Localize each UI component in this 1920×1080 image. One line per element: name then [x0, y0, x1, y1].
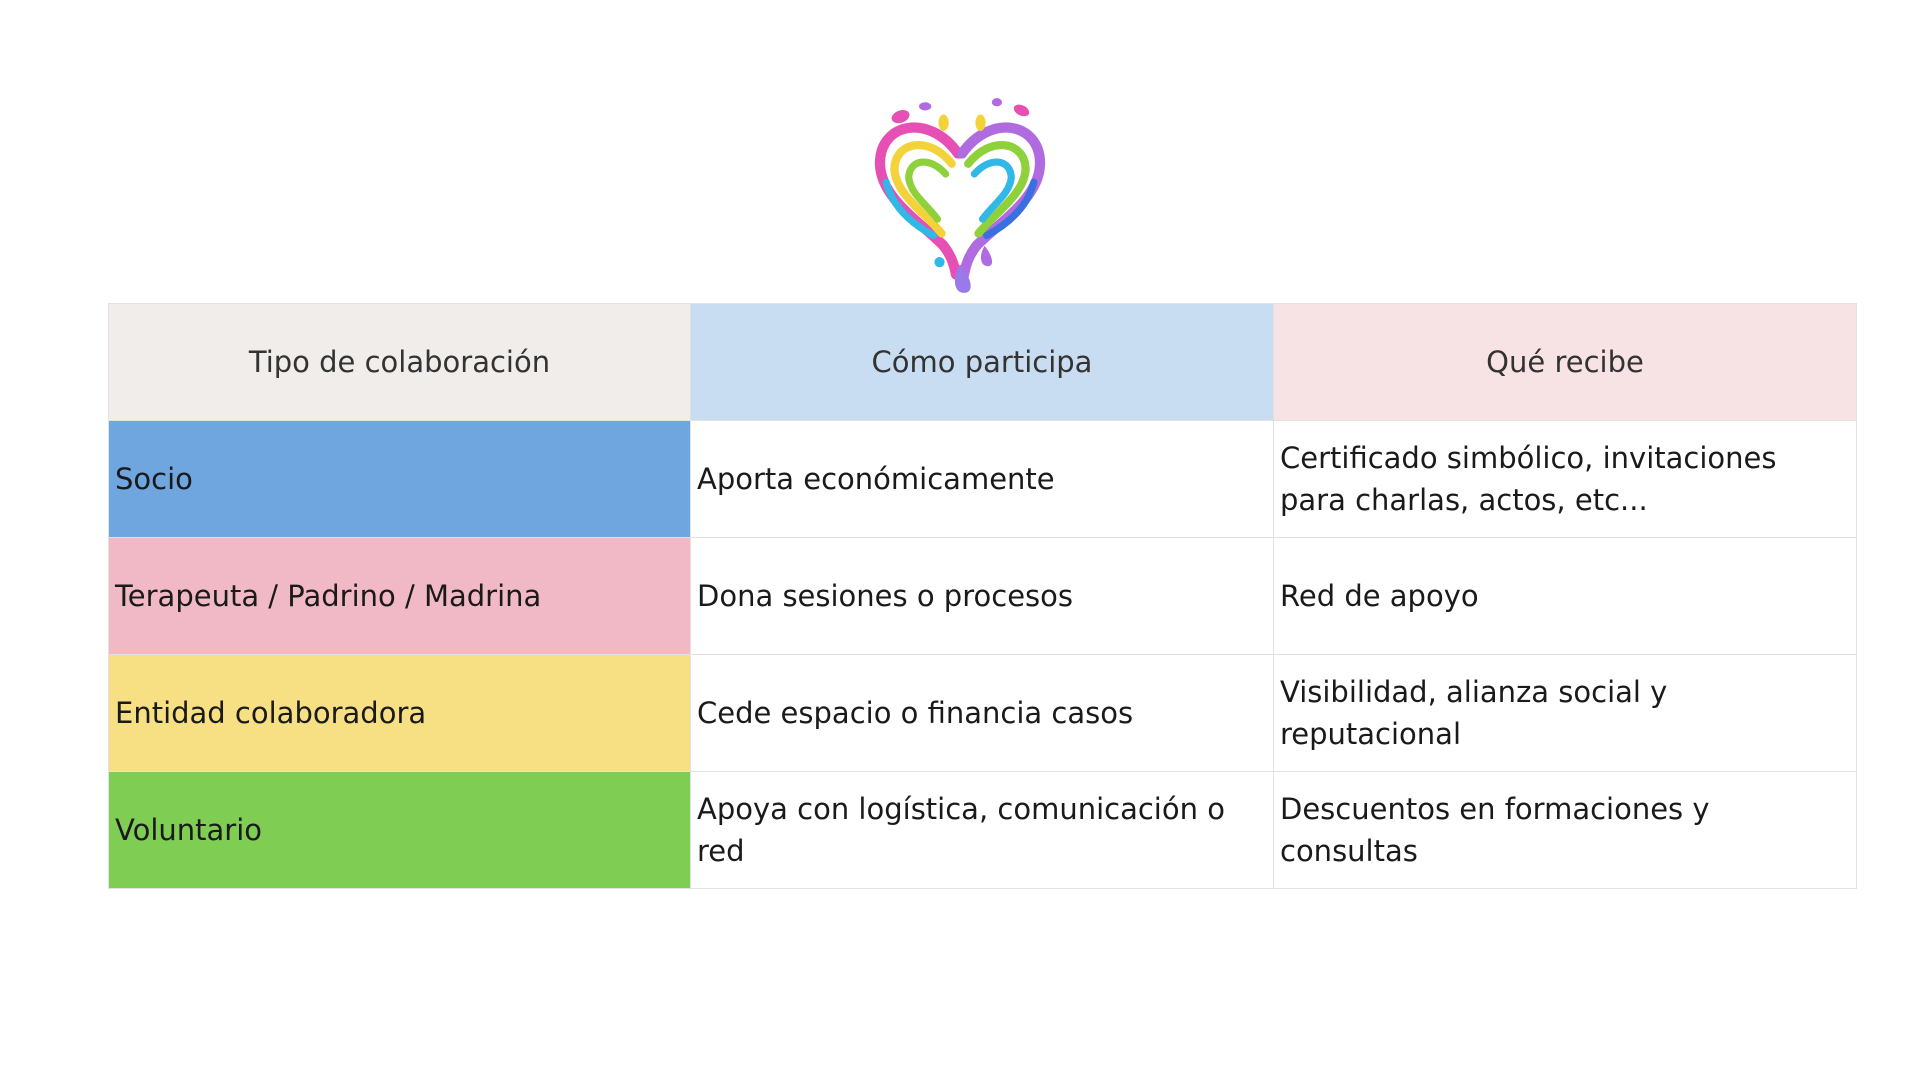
- cell-type: Terapeuta / Padrino / Madrina: [108, 537, 691, 655]
- header-tipo: Tipo de colaboración: [108, 303, 691, 421]
- cell-participation: Aporta económicamente: [690, 420, 1274, 538]
- cell-receives: Red de apoyo: [1273, 537, 1857, 655]
- table-row: Socio Aporta económicamente Certificado …: [108, 420, 1857, 538]
- header-recibe: Qué recibe: [1273, 303, 1857, 421]
- cell-type: Socio: [108, 420, 691, 538]
- cell-receives: Descuentos en formaciones y consultas: [1273, 771, 1857, 889]
- cell-type: Voluntario: [108, 771, 691, 889]
- cell-participation: Dona sesiones o procesos: [690, 537, 1274, 655]
- header-como: Cómo participa: [690, 303, 1274, 421]
- table-row: Entidad colaboradora Cede espacio o fina…: [108, 654, 1857, 772]
- cell-type: Entidad colaboradora: [108, 654, 691, 772]
- cell-receives: Visibilidad, alianza social y reputacion…: [1273, 654, 1857, 772]
- cell-participation: Apoya con logística, comunicación o red: [690, 771, 1274, 889]
- table-header-row: Tipo de colaboración Cómo participa Qué …: [108, 303, 1857, 421]
- heart-logo: [855, 92, 1065, 297]
- cell-participation: Cede espacio o financia casos: [690, 654, 1274, 772]
- table-row: Terapeuta / Padrino / Madrina Dona sesio…: [108, 537, 1857, 655]
- collaboration-table: Tipo de colaboración Cómo participa Qué …: [108, 303, 1857, 889]
- rainbow-splash-heart-icon: [874, 98, 1046, 293]
- table-row: Voluntario Apoya con logística, comunica…: [108, 771, 1857, 889]
- cell-receives: Certificado simbólico, invitaciones para…: [1273, 420, 1857, 538]
